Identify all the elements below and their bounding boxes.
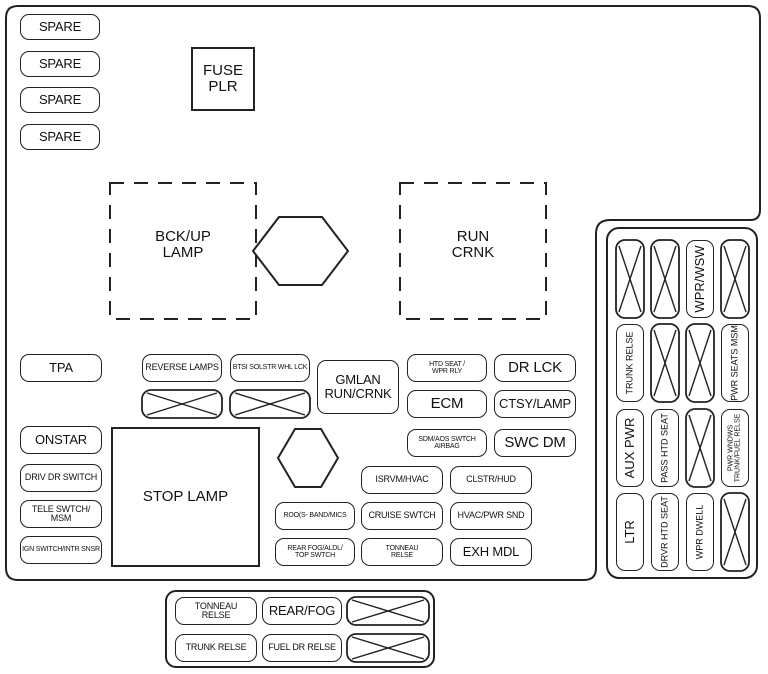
spare-fuse-2: SPARE: [20, 51, 100, 77]
ltr-fuse: LTR: [616, 493, 644, 571]
dr-lck-fuse: DR LCK: [494, 354, 576, 382]
stop-lamp-relay: STOP LAMP: [111, 427, 260, 567]
side-empty-slot-6: [685, 408, 715, 488]
side-empty-slot-7: [720, 492, 750, 572]
trunk-relse-label: TRUNK RELSE: [624, 331, 635, 395]
ecm-fuse: ECM: [407, 390, 487, 418]
pwr-seats-msm-label: PWR SEATS MSM: [729, 325, 740, 401]
hexagon-stud-small: [276, 428, 340, 488]
cruise-swtch-fuse: CRUISE SWTCH: [361, 502, 443, 530]
side-empty-slot-3: [720, 239, 750, 319]
isrvm-hvac-fuse: ISRVM/HVAC: [361, 466, 443, 494]
main-housing-outline: [5, 5, 761, 581]
fuel-dr-relse-fuse: FUEL DR RELSE: [262, 634, 342, 662]
side-empty-slot-1: [615, 239, 645, 319]
bck-up-lamp-relay-label: BCK/UP LAMP: [155, 227, 211, 261]
empty-slot-4: [346, 633, 430, 663]
clstr-hud-fuse: CLSTR/HUD: [450, 466, 532, 494]
rear-fog-fuse: REAR/FOG: [262, 597, 342, 625]
bottom-panel-outline: [165, 590, 435, 668]
hexagon-stud-large: [251, 216, 350, 286]
empty-slot-3: [346, 596, 430, 626]
driv-dr-switch-fuse: DRIV DR SWITCH: [20, 464, 102, 492]
wpr-dwell-label: WPR DWELL: [694, 504, 705, 560]
ign-switch-intr-snsr-fuse: IGN SWITCH/INTR SNSR: [20, 536, 102, 564]
pwr-wndws-trunk-fuel-relse-label: PWR WNDWS TRUNK/FUEL RELSE: [727, 413, 742, 483]
side-panel-outline: [606, 227, 758, 579]
hvac-pwr-snd-fuse: HVAC/PWR SND: [450, 502, 532, 530]
htd-seat-wpr-rly-fuse: HTD SEAT / WPR RLY: [407, 354, 487, 382]
pwr-seats-msm-fuse: PWR SEATS MSM: [721, 324, 749, 402]
tonneau-relse-fuse: TONNEAU RELSE: [361, 538, 443, 566]
pass-htd-seat-label: PASS HTD SEAT: [659, 413, 670, 483]
pass-htd-seat-fuse: PASS HTD SEAT: [651, 409, 679, 487]
ltr-label: LTR: [622, 520, 638, 544]
pwr-wndws-trunk-fuel-relse-fuse: PWR WNDWS TRUNK/FUEL RELSE: [721, 409, 749, 487]
swc-dm-fuse: SWC DM: [494, 429, 576, 457]
run-crnk-relay-label: RUN CRNK: [451, 227, 495, 261]
aux-pwr-fuse: AUX PWR: [616, 409, 644, 487]
tpa-fuse: TPA: [20, 354, 102, 382]
tele-swtch-msm-fuse: TELE SWTCH/ MSM: [20, 500, 102, 528]
bottom-tonneau-relse-fuse: TONNEAU RELSE: [175, 597, 257, 625]
gmlan-run-crnk-fuse: GMLAN RUN/CRNK: [317, 360, 399, 414]
bck-up-lamp-relay-outline: [109, 182, 257, 320]
aux-pwr-label: AUX PWR: [622, 417, 638, 479]
rear-fog-aldl-top-swtch-fuse: REAR FOG/ALDL/ TOP SWTCH: [275, 538, 355, 566]
side-empty-slot-2: [650, 239, 680, 319]
spare-fuse-3: SPARE: [20, 87, 100, 113]
side-empty-slot-4: [650, 323, 680, 403]
wpr-wsw-label: WPR/WSW: [692, 245, 708, 313]
spare-fuse-4: SPARE: [20, 124, 100, 150]
btsi-solstr-whl-lck-fuse: BTSI SOLSTR WHL LCK: [230, 354, 310, 382]
sdm-aos-swtch-airbag-fuse: SDM/AOS SWTCH AIRBAG: [407, 429, 487, 457]
trunk-relse-fuse-bottom: TRUNK RELSE: [175, 634, 257, 662]
fuse-puller: FUSE PLR: [191, 47, 255, 111]
onstar-fuse: ONSTAR: [20, 426, 102, 454]
empty-slot-2: [229, 389, 311, 419]
wpr-wsw-fuse: WPR/WSW: [686, 240, 714, 318]
run-crnk-relay-outline: [399, 182, 547, 320]
exh-mdl-fuse: EXH MDL: [450, 538, 532, 566]
drvr-htd-seat-label: DRVR HTD SEAT: [659, 496, 670, 568]
roo-s-band-mics-fuse: ROO(S- BAND/MICS: [275, 502, 355, 530]
trunk-relse-fuse: TRUNK RELSE: [616, 324, 644, 402]
drvr-htd-seat-fuse: DRVR HTD SEAT: [651, 493, 679, 571]
wpr-dwell-fuse: WPR DWELL: [686, 493, 714, 571]
reverse-lamps-fuse: REVERSE LAMPS: [142, 354, 222, 382]
empty-slot-1: [141, 389, 223, 419]
spare-fuse-1: SPARE: [20, 14, 100, 40]
side-empty-slot-5: [685, 323, 715, 403]
ctsy-lamp-fuse: CTSY/LAMP: [494, 390, 576, 418]
